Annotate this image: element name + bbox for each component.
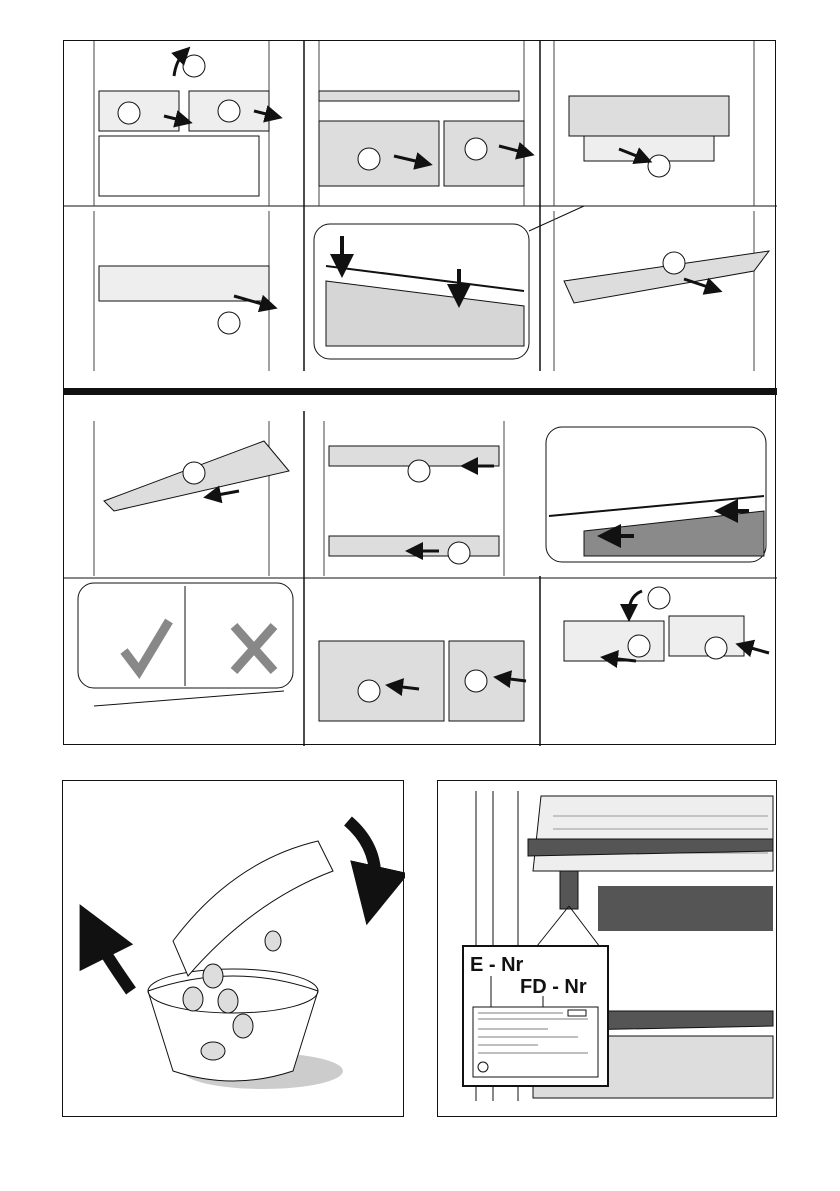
panel-slide-out-frame xyxy=(94,211,269,371)
section-divider xyxy=(64,388,777,395)
type-plate-panel: E - Nr FD - Nr xyxy=(437,780,777,1117)
panel-insert-glass-shelf xyxy=(94,421,289,576)
panel-remove-drawers xyxy=(94,41,274,206)
panel-remove-glass-shelf xyxy=(554,211,769,371)
panel-insert-clips xyxy=(324,421,504,576)
e-nr-label: E - Nr xyxy=(470,954,524,976)
egg-tray-panel xyxy=(62,780,404,1117)
panel-insert-drawers-final xyxy=(564,587,769,661)
detail-bubble-insert xyxy=(546,427,766,562)
fd-nr-label: FD - Nr xyxy=(520,976,587,998)
egg-tray-illustration xyxy=(63,781,405,1118)
detail-bubble-clips xyxy=(314,206,584,359)
panel-remove-cover xyxy=(554,41,754,206)
fridge-interior-illustration: E - Nr FD - Nr xyxy=(438,781,778,1118)
panel-pull-drawers xyxy=(319,41,526,206)
installation-diagram-panel xyxy=(63,40,776,745)
shelf-assembly-illustration xyxy=(64,41,777,746)
panel-insert-drawers xyxy=(319,641,526,721)
type-plate xyxy=(473,1007,598,1077)
panel-check-position xyxy=(78,583,293,706)
type-plate-location xyxy=(560,871,578,909)
